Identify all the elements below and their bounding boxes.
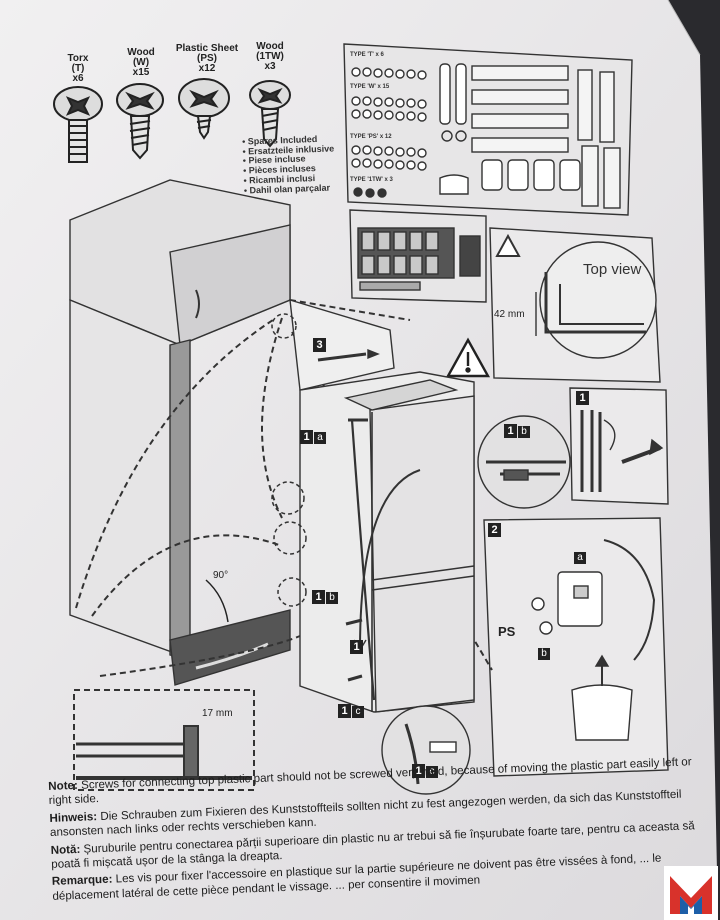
wood-1tw-screw-label: Wood (1TW) x3: [240, 42, 300, 72]
screw-quantity: x3: [264, 61, 276, 72]
screw-name: Wood: [127, 47, 155, 58]
step-1a-number: 1: [300, 430, 313, 444]
type-1tw-label: TYPE '1TW' x 3: [350, 177, 393, 183]
top-view-detail: [489, 227, 661, 383]
plastic-sheet-screw-icon: [178, 78, 230, 140]
dimension-17mm: 17 mm: [202, 708, 233, 719]
torx-screw-icon: [53, 86, 103, 163]
step-3-badge: 3: [313, 338, 326, 352]
gasket-sheet: [349, 209, 487, 303]
screw-code: (PS): [197, 53, 217, 64]
step-1c-letter-2: c: [426, 766, 438, 778]
wood-screw-icon: [116, 83, 164, 160]
wood-screw-label: Wood (W) x15: [111, 48, 171, 78]
step-2a-letter: a: [574, 552, 586, 564]
step-1-badge: 1: [576, 391, 589, 405]
watermark-logo: [664, 866, 718, 920]
step-1b-letter: b: [518, 426, 530, 438]
screw-quantity: x6: [72, 73, 84, 84]
type-t-label: TYPE 'T' x 6: [350, 52, 384, 58]
screw-name: Plastic Sheet: [175, 43, 239, 54]
step-1-number: 1: [350, 640, 363, 654]
ps-label: PS: [498, 624, 516, 639]
gasket-removal-detail: [569, 387, 669, 505]
zoom-circle-1b: [477, 415, 571, 509]
plinth-detail: [73, 689, 255, 791]
screw-code: (T): [71, 63, 85, 74]
type-w-label: TYPE 'W' x 15: [350, 84, 390, 90]
step-1b-letter-2: b: [326, 592, 338, 604]
warning-icon: [445, 337, 491, 378]
step-1c-number: 1: [338, 704, 351, 718]
type-ps-label: TYPE 'PS' x 12: [350, 134, 392, 140]
plastic-sheet-screw-label: Plastic Sheet (PS) x12: [165, 44, 249, 74]
top-view-label: Top view: [583, 261, 642, 278]
note-label: Note:: [48, 778, 79, 793]
note-label: Notă:: [50, 842, 81, 857]
parts-sheet: [343, 43, 633, 216]
screw-name: Torx: [67, 53, 89, 64]
torx-screw-label: Torx (T) x6: [48, 54, 108, 84]
step-1c-letter: c: [352, 706, 364, 718]
screw-quantity: x12: [198, 63, 216, 74]
zoom-circle-1c: [381, 705, 471, 795]
angle-arc: [205, 579, 229, 623]
screw-name: Wood: [256, 41, 284, 52]
angle-90: 90°: [213, 570, 229, 581]
screw-code: (1TW): [256, 51, 284, 62]
step-1a-letter: a: [314, 432, 326, 444]
screw-quantity: x15: [132, 67, 150, 78]
dimension-42mm: 42 mm: [494, 309, 525, 320]
spares-included-list: Spares Included Ersatzteile inklusive Pi…: [242, 134, 336, 195]
step-2b-letter: b: [538, 648, 550, 660]
step-1c-number-2: 1: [412, 764, 425, 778]
small-dashed-circles: [271, 313, 307, 607]
fridge-drawing: [289, 299, 475, 713]
cabinet-drawing: [69, 179, 291, 686]
note-label: Hinweis:: [49, 809, 98, 825]
notes-section: Note: Screws for connecting top plastic …: [48, 755, 712, 907]
step-1b-number-2: 1: [312, 590, 325, 604]
screw-code: (W): [132, 57, 150, 68]
step-1b-number: 1: [504, 424, 517, 438]
note-label: Remarque:: [51, 872, 113, 889]
step-2-badge: 2: [488, 523, 501, 537]
step-2-detail: [483, 517, 669, 777]
